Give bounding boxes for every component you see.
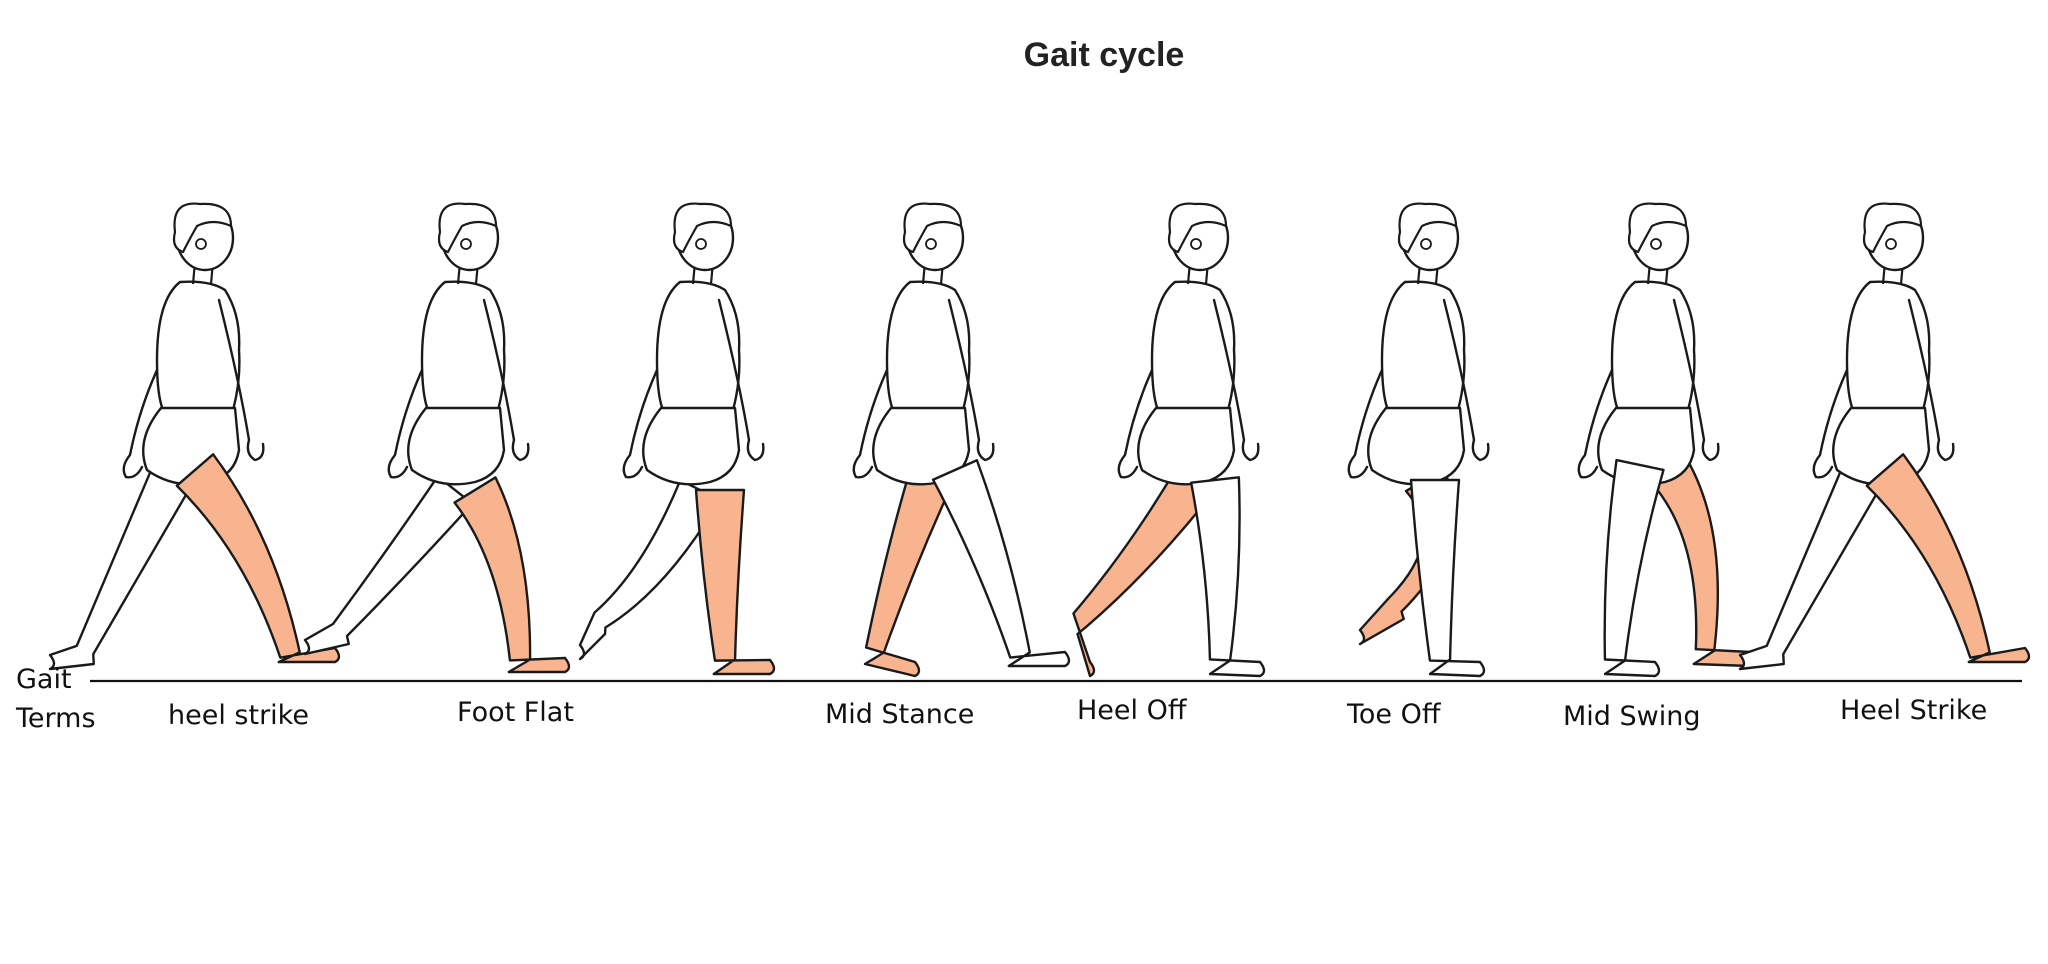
ear bbox=[695, 238, 707, 250]
highlighted-leg bbox=[863, 471, 952, 678]
torso bbox=[1610, 280, 1696, 412]
hair bbox=[1167, 202, 1228, 254]
back-arm bbox=[122, 333, 177, 479]
other-leg bbox=[578, 478, 721, 661]
walker-figure bbox=[1347, 202, 1490, 678]
hair bbox=[1862, 202, 1923, 254]
torso bbox=[1845, 280, 1931, 412]
walker-figure bbox=[1577, 202, 1756, 678]
row-label-gait: Gait bbox=[16, 664, 72, 695]
row-label-terms: Terms bbox=[16, 703, 96, 734]
phase-label: Toe Off bbox=[1347, 699, 1441, 730]
phase-label: Heel Off bbox=[1077, 695, 1187, 726]
highlighted-leg bbox=[694, 488, 776, 676]
back-arm bbox=[387, 333, 442, 479]
hair bbox=[437, 202, 498, 254]
front-arm bbox=[1672, 298, 1720, 462]
highlighted-leg bbox=[453, 476, 571, 674]
walker-figure bbox=[48, 202, 341, 671]
torso bbox=[1380, 280, 1466, 412]
hair bbox=[1397, 202, 1458, 254]
shorts bbox=[1137, 406, 1236, 486]
ear bbox=[925, 238, 937, 250]
shorts bbox=[407, 406, 506, 486]
walker-figure bbox=[1072, 202, 1266, 678]
other-leg bbox=[1603, 458, 1665, 678]
phase-label: Mid Stance bbox=[825, 699, 975, 730]
back-arm bbox=[852, 333, 907, 479]
walker-figure bbox=[852, 202, 1071, 678]
torso bbox=[155, 280, 241, 412]
walker-figure bbox=[1738, 202, 2031, 671]
back-arm bbox=[1117, 333, 1172, 479]
hair bbox=[672, 202, 733, 254]
front-arm bbox=[1907, 298, 1955, 462]
ear bbox=[460, 238, 472, 250]
front-arm bbox=[217, 298, 265, 462]
other-leg bbox=[1409, 478, 1486, 678]
hair bbox=[902, 202, 963, 254]
back-arm bbox=[1577, 333, 1632, 479]
highlighted-leg bbox=[1646, 450, 1756, 668]
ear bbox=[1190, 238, 1202, 250]
walker-figure bbox=[303, 202, 571, 674]
shorts bbox=[642, 406, 741, 486]
ear bbox=[1885, 238, 1897, 250]
back-arm bbox=[622, 333, 677, 479]
figures-layer bbox=[48, 202, 2031, 678]
front-arm bbox=[947, 298, 995, 462]
torso bbox=[420, 280, 506, 412]
ear bbox=[1650, 238, 1662, 250]
torso bbox=[1150, 280, 1236, 412]
other-leg bbox=[1189, 476, 1266, 678]
phase-label: heel strike bbox=[168, 700, 309, 731]
ear bbox=[195, 238, 207, 250]
front-arm bbox=[482, 298, 530, 462]
highlighted-leg bbox=[1865, 453, 2031, 664]
other-leg bbox=[1738, 458, 1886, 671]
back-arm bbox=[1347, 333, 1402, 479]
shorts bbox=[872, 406, 971, 486]
page-title: Gait cycle bbox=[1023, 36, 1185, 74]
other-leg bbox=[931, 459, 1071, 668]
phase-label: Foot Flat bbox=[457, 697, 574, 728]
other-leg bbox=[303, 475, 474, 656]
shorts bbox=[1367, 406, 1466, 486]
front-arm bbox=[1212, 298, 1260, 462]
front-arm bbox=[1442, 298, 1490, 462]
back-arm bbox=[1812, 333, 1867, 479]
torso bbox=[885, 280, 971, 412]
torso bbox=[655, 280, 741, 412]
hair bbox=[172, 202, 233, 254]
phase-label: Mid Swing bbox=[1563, 701, 1701, 732]
phase-label: Heel Strike bbox=[1840, 695, 1988, 726]
ear bbox=[1420, 238, 1432, 250]
highlighted-leg bbox=[175, 453, 341, 664]
walker-figure bbox=[578, 202, 776, 676]
other-leg bbox=[48, 458, 196, 671]
hair bbox=[1627, 202, 1688, 254]
front-arm bbox=[717, 298, 765, 462]
highlighted-leg bbox=[1072, 466, 1215, 678]
